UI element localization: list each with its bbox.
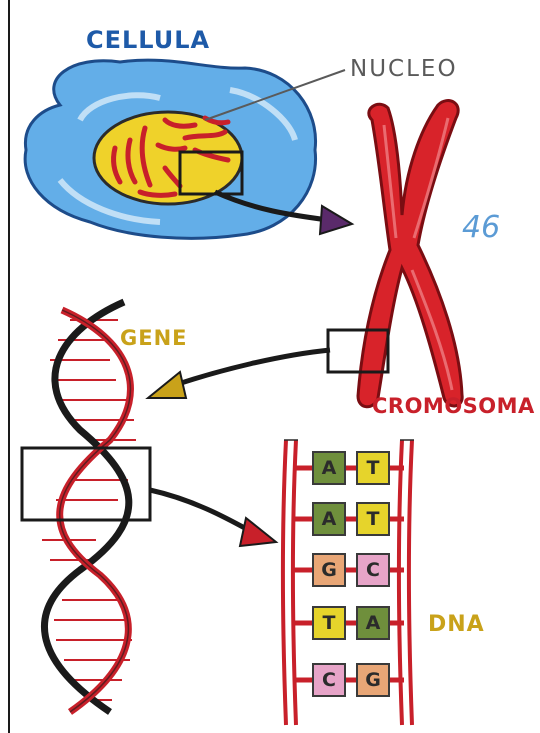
base-pair-2-right: T	[356, 502, 390, 536]
chromosome	[328, 101, 462, 407]
base-pair-1-right: T	[356, 451, 390, 485]
dna-label: DNA	[428, 612, 485, 637]
arrow-gene-to-dna	[150, 490, 276, 546]
nucleus	[94, 112, 242, 204]
nucleus-label: NUCLEO	[350, 56, 458, 82]
base-pair-5-right: G	[356, 663, 390, 697]
arrow-chromosome-to-gene	[148, 350, 330, 398]
cell-illustration	[25, 60, 345, 238]
chromosome-count-label: 46	[462, 210, 500, 245]
base-pair-3-right: C	[356, 553, 390, 587]
gene-label: GENE	[120, 326, 188, 350]
base-pair-1-left: A	[312, 451, 346, 485]
cell-label: CELLULA	[86, 26, 210, 54]
dna-ladder	[283, 440, 414, 725]
chromosome-label: CROMOSOMA	[372, 394, 535, 418]
base-pair-5-left: C	[312, 663, 346, 697]
base-pair-4-left: T	[312, 606, 346, 640]
base-pair-3-left: G	[312, 553, 346, 587]
double-helix	[22, 302, 150, 712]
base-pair-4-right: A	[356, 606, 390, 640]
base-pair-2-left: A	[312, 502, 346, 536]
